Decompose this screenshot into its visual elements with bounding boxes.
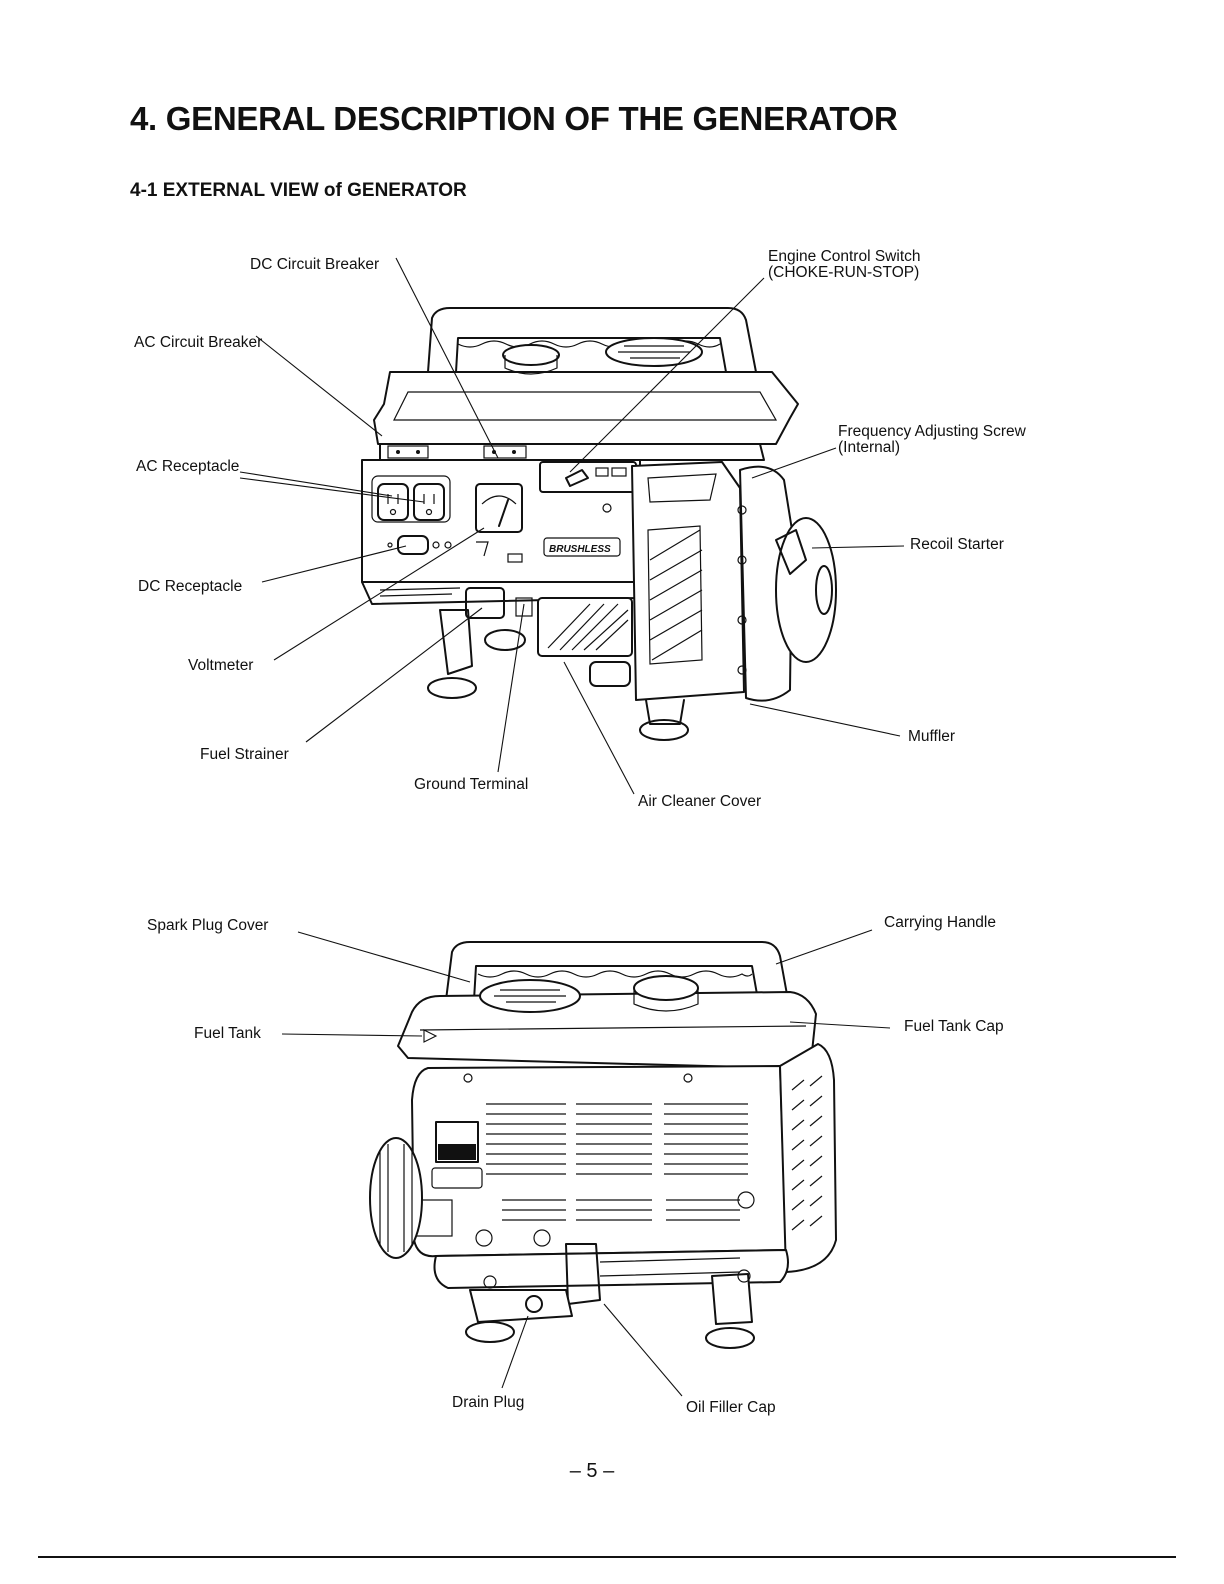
- label-engine-control-switch: Engine Control Switch (CHOKE-RUN-STOP): [768, 249, 921, 281]
- label-fuel-tank-cap: Fuel Tank Cap: [904, 1018, 1004, 1035]
- front-leader-lines: [239, 257, 905, 795]
- label-ground-terminal: Ground Terminal: [414, 776, 529, 793]
- label-frequency-adjusting-screw-line2: (Internal): [838, 439, 901, 456]
- label-dc-circuit-breaker: DC Circuit Breaker: [250, 256, 380, 273]
- label-spark-plug-cover: Spark Plug Cover: [147, 917, 269, 934]
- label-engine-control-switch-line1: Engine Control Switch: [768, 248, 921, 265]
- label-muffler: Muffler: [908, 728, 956, 745]
- label-ac-circuit-breaker: AC Circuit Breaker: [134, 334, 263, 351]
- page-number: – 5 –: [569, 1460, 615, 1482]
- label-carrying-handle: Carrying Handle: [884, 914, 996, 931]
- page-title: 4. GENERAL DESCRIPTION OF THE GENERATOR: [130, 100, 898, 137]
- label-fuel-strainer: Fuel Strainer: [200, 746, 289, 763]
- label-frequency-adjusting-screw: Frequency Adjusting Screw (Internal): [838, 424, 1026, 456]
- footer-rule: [38, 1556, 1176, 1558]
- front-generator-drawing: BRUSHLESS: [361, 307, 837, 741]
- rear-generator-drawing: [369, 941, 837, 1349]
- label-engine-control-switch-line2: (CHOKE-RUN-STOP): [768, 264, 920, 281]
- label-air-cleaner-cover: Air Cleaner Cover: [638, 793, 762, 810]
- label-ac-receptacle: AC Receptacle: [136, 458, 240, 475]
- label-dc-receptacle: DC Receptacle: [138, 578, 243, 595]
- label-drain-plug: Drain Plug: [452, 1394, 525, 1411]
- label-frequency-adjusting-screw-line1: Frequency Adjusting Screw: [838, 423, 1026, 440]
- rear-leader-lines: [281, 929, 891, 1397]
- label-recoil-starter: Recoil Starter: [910, 536, 1004, 553]
- section-heading: 4-1 EXTERNAL VIEW of GENERATOR: [130, 180, 467, 201]
- brushless-badge-text: BRUSHLESS: [549, 544, 611, 555]
- label-fuel-tank: Fuel Tank: [194, 1025, 261, 1042]
- label-voltmeter: Voltmeter: [188, 657, 254, 674]
- label-oil-filler-cap: Oil Filler Cap: [686, 1399, 776, 1416]
